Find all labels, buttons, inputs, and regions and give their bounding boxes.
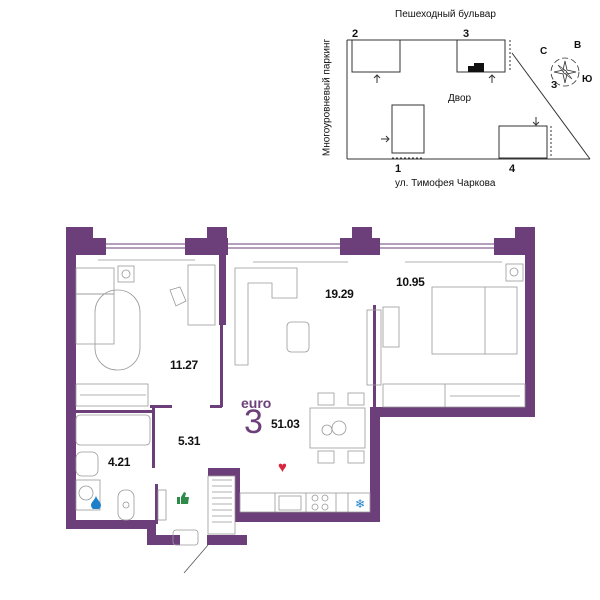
bottom-street-label: ул. Тимофея Чаркова — [395, 178, 496, 189]
apartment-location-marker — [468, 63, 484, 72]
compass-icon — [550, 57, 580, 87]
heart-icon: ♥ — [278, 459, 287, 476]
apartment-type-prefix: euro — [241, 395, 272, 411]
building-3-label: 3 — [463, 28, 470, 40]
area-living-room: 19.29 — [325, 287, 354, 301]
furniture — [75, 259, 526, 574]
walls — [66, 227, 535, 545]
compass-south: Ю — [582, 74, 593, 85]
building-1-label: 1 — [395, 163, 402, 175]
thumbs-up-icon — [176, 491, 190, 510]
top-street-label: Пешеходный бульвар — [395, 9, 496, 20]
compass-north: С — [540, 46, 548, 57]
compass-west: З — [551, 80, 558, 91]
courtyard-label: Двор — [448, 93, 472, 104]
compass-east: В — [574, 40, 582, 51]
water-drop-icon — [91, 495, 101, 514]
area-bedroom-right: 10.95 — [396, 275, 425, 289]
snowflake-icon: ❄ — [355, 497, 366, 511]
apartment-rooms-count: 3 — [244, 403, 263, 441]
building-4-label: 4 — [509, 163, 516, 175]
building-2-label: 2 — [352, 28, 359, 40]
windows — [106, 243, 494, 249]
area-bathroom: 4.21 — [108, 455, 131, 469]
area-hallway: 5.31 — [178, 434, 201, 448]
apartment-total-area: 51.03 — [271, 417, 300, 431]
area-bedroom-left: 11.27 — [170, 358, 198, 372]
site-plan-drawing — [346, 39, 591, 160]
